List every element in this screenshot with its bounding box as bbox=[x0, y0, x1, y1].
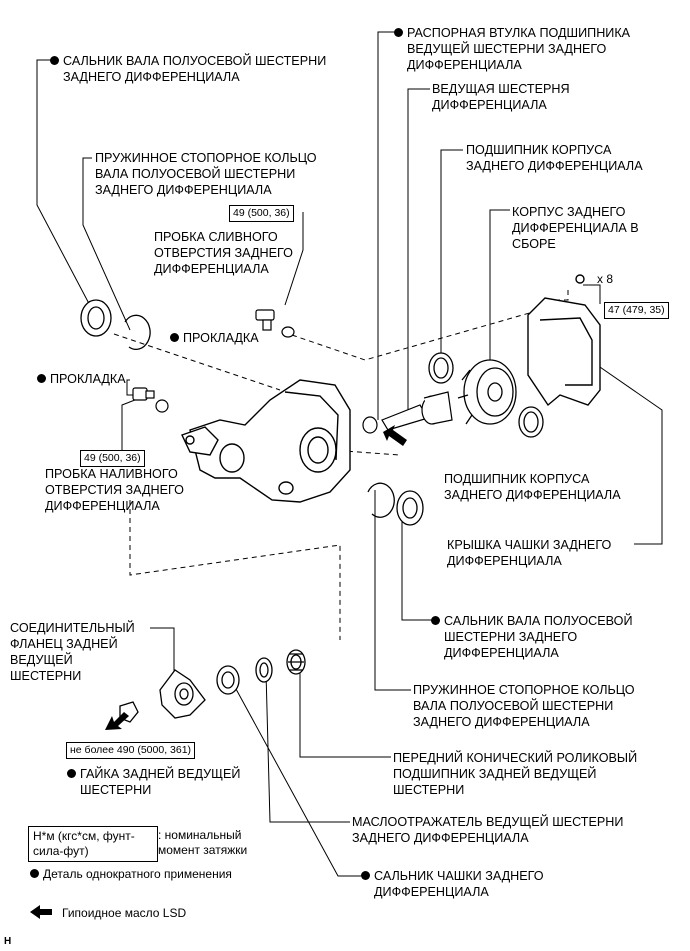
leader-carrier-seal bbox=[229, 677, 361, 877]
torque-filler-plug: 49 (500, 36) bbox=[80, 450, 145, 467]
spacer-icon bbox=[362, 416, 378, 434]
leader-cover-bolts bbox=[583, 284, 601, 304]
non-reusable-icon bbox=[361, 871, 370, 880]
legend-torque-desc: : номинальный момент затяжки bbox=[158, 828, 248, 857]
leader-front-bearing bbox=[299, 660, 391, 758]
carrier-oil-seal-icon bbox=[216, 665, 240, 695]
oil-seal-right-icon bbox=[396, 490, 424, 526]
leader-oil-slinger bbox=[265, 671, 350, 823]
non-reusable-icon bbox=[50, 56, 59, 65]
leader-cover bbox=[596, 364, 663, 545]
non-reusable-icon bbox=[431, 616, 440, 625]
torque-cover-bolts: 47 (479, 35) bbox=[604, 302, 669, 319]
companion-flange-icon bbox=[159, 669, 206, 719]
axis-line-down bbox=[129, 500, 341, 640]
label-gasket-filler: ПРОКЛАДКА bbox=[37, 371, 126, 387]
oil-seal-left-icon bbox=[80, 299, 112, 337]
label-snap-ring-right: ПРУЖИННОЕ СТОПОРНОЕ КОЛЬЦО ВАЛА ПОЛУОСЕВ… bbox=[413, 683, 635, 729]
leader-oil-seal-right bbox=[401, 510, 431, 621]
axis-line-left bbox=[113, 333, 281, 391]
leader-case-assembly bbox=[489, 209, 510, 370]
non-reusable-icon bbox=[37, 374, 46, 383]
case-bearing-top-icon bbox=[428, 352, 454, 384]
label-case-assembly: КОРПУС ЗАДНЕГО ДИФФЕРЕНЦИАЛА В СБОРЕ bbox=[512, 205, 639, 251]
leader-oil-seal-left bbox=[36, 59, 96, 316]
lsd-oil-arrow-nut-icon bbox=[105, 712, 129, 730]
label-case-bearing-bottom: ПОДШИПНИК КОРПУСА ЗАДНЕГО ДИФФЕРЕНЦИАЛА bbox=[444, 472, 621, 502]
non-reusable-icon bbox=[170, 333, 179, 342]
leader-snap-ring-right bbox=[374, 490, 411, 691]
corner-mark: H bbox=[4, 936, 12, 947]
axis-line-cover bbox=[545, 290, 569, 301]
label-drive-pinion: ВЕДУЩАЯ ШЕСТЕРНЯ ДИФФЕРЕНЦИАЛА bbox=[432, 82, 570, 112]
non-reusable-icon bbox=[394, 28, 403, 37]
label-oil-seal-right: САЛЬНИК ВАЛА ПОЛУОСЕВОЙ ШЕСТЕРНИ ЗАДНЕГО… bbox=[431, 613, 633, 661]
drain-plug-icon bbox=[255, 309, 295, 338]
filler-plug-icon bbox=[132, 387, 169, 413]
label-oil-seal-left: САЛЬНИК ВАЛА ПОЛУОСЕВОЙ ШЕСТЕРНИ ЗАДНЕГО… bbox=[50, 53, 326, 85]
label-filler-plug: ПРОБКА НАЛИВНОГО ОТВЕРСТИЯ ЗАДНЕГО ДИФФЕ… bbox=[45, 467, 184, 513]
label-carrier-cover: КРЫШКА ЧАШКИ ЗАДНЕГО ДИФФЕРЕНЦИАЛА bbox=[447, 538, 612, 568]
diff-case-icon bbox=[457, 359, 517, 425]
leader-filler-plug bbox=[121, 397, 141, 457]
leader-snap-ring-left bbox=[82, 157, 131, 331]
torque-pinion-nut: не более 490 (5000, 361) bbox=[66, 742, 196, 759]
carrier-cover-icon bbox=[527, 274, 601, 407]
snap-ring-left-icon bbox=[124, 314, 151, 350]
label-front-bearing: ПЕРЕДНИЙ КОНИЧЕСКИЙ РОЛИКОВЫЙ ПОДШИПНИК … bbox=[393, 751, 638, 797]
snap-ring-right-icon bbox=[367, 482, 395, 518]
non-reusable-icon bbox=[30, 869, 39, 878]
non-reusable-icon bbox=[67, 769, 76, 778]
legend-non-reusable: Деталь однократного применения bbox=[30, 866, 232, 882]
case-bearing-bottom-icon bbox=[518, 406, 544, 438]
label-pinion-nut: ГАЙКА ЗАДНЕЙ ВЕДУЩЕЙ ШЕСТЕРНИ bbox=[67, 766, 240, 798]
legend-torque-box: Н*м (кгс*см, фунт- сила-фут) bbox=[28, 826, 158, 862]
axis-line-top bbox=[291, 309, 541, 361]
label-spacer: РАСПОРНАЯ ВТУЛКА ПОДШИПНИКА ВЕДУЩЕЙ ШЕСТ… bbox=[394, 25, 630, 73]
label-bolt-count: x 8 bbox=[597, 272, 614, 286]
label-gasket-drain: ПРОКЛАДКА bbox=[170, 330, 259, 346]
legend-arrow-icon bbox=[30, 905, 52, 919]
label-oil-slinger: МАСЛООТРАЖАТЕЛЬ ВЕДУЩЕЙ ШЕСТЕРНИ ЗАДНЕГО… bbox=[352, 815, 624, 845]
torque-drain-plug: 49 (500, 36) bbox=[229, 205, 294, 222]
carrier-housing-icon bbox=[181, 379, 351, 503]
label-companion-flange: СОЕДИНИТЕЛЬНЫЙ ФЛАНЕЦ ЗАДНЕЙ ВЕДУЩЕЙ ШЕС… bbox=[10, 621, 135, 683]
leader-case-bearing-top bbox=[440, 149, 463, 362]
leader-flange bbox=[150, 627, 175, 680]
pinion-icon bbox=[381, 391, 453, 431]
leader-pinion bbox=[407, 88, 430, 420]
leader-spacer bbox=[377, 31, 394, 420]
front-bearing-icon bbox=[286, 649, 306, 675]
label-case-bearing-top: ПОДШИПНИК КОРПУСА ЗАДНЕГО ДИФФЕРЕНЦИАЛА bbox=[466, 143, 643, 173]
legend-lsd-oil: Гипоидное масло LSD bbox=[62, 906, 187, 920]
label-snap-ring-left: ПРУЖИННОЕ СТОПОРНОЕ КОЛЬЦО ВАЛА ПОЛУОСЕВ… bbox=[95, 151, 317, 197]
lsd-oil-arrow-icon bbox=[383, 425, 407, 446]
label-carrier-oil-seal: САЛЬНИК ЧАШКИ ЗАДНЕГО ДИФФЕРЕНЦИАЛА bbox=[361, 868, 544, 900]
leader-drain-plug bbox=[284, 212, 304, 306]
oil-slinger-icon bbox=[255, 657, 273, 683]
label-drain-plug: ПРОБКА СЛИВНОГО ОТВЕРСТИЯ ЗАДНЕГО ДИФФЕР… bbox=[154, 230, 293, 276]
